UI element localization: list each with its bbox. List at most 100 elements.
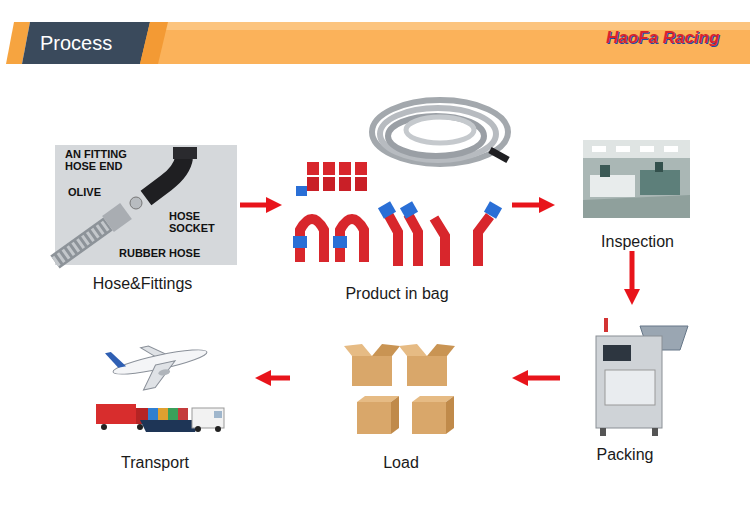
cardboard-boxes [446, 396, 454, 434]
step-caption: Transport [121, 454, 189, 472]
hose-and-fittings [339, 177, 351, 191]
process-step: Packing [560, 305, 690, 464]
transport-vehicles [96, 404, 136, 424]
hose-photo [146, 158, 184, 198]
hose-photo [108, 211, 126, 224]
factory-photo [583, 140, 690, 218]
packing-machine [604, 318, 608, 332]
flow-arrow [269, 376, 290, 381]
factory-photo [583, 140, 690, 158]
hose-and-fittings [293, 100, 508, 266]
hose-and-fittings [372, 100, 508, 164]
transport-vehicles [168, 408, 178, 420]
transport-vehicles [148, 408, 158, 420]
cardboard-boxes [427, 344, 455, 356]
header-band [6, 22, 750, 64]
hose-and-fittings [380, 108, 496, 160]
flow-arrow [512, 203, 541, 208]
step-caption: Hose&Fittings [93, 275, 193, 293]
step-caption: Inspection [601, 233, 674, 251]
hose-and-fittings [307, 177, 319, 191]
page-title: Process [40, 31, 112, 55]
factory-photo [640, 170, 680, 195]
packing-machine [596, 318, 688, 436]
hose-and-fittings [400, 201, 418, 218]
transport-vehicles [215, 426, 221, 432]
packing-machine [605, 370, 655, 405]
factory-photo [640, 146, 654, 152]
hose-and-fittings [296, 186, 307, 196]
hose-photo [55, 145, 237, 265]
hose-photo [130, 197, 142, 209]
part-label: AN FITTING HOSE END [64, 148, 146, 172]
header-band [22, 22, 150, 64]
hose-and-fittings [406, 117, 474, 143]
transport-vehicles [214, 411, 222, 418]
part-label: RUBBER HOSE [118, 247, 201, 259]
hose-and-fittings [434, 218, 445, 266]
transport-vehicles [105, 350, 126, 370]
cardboard-boxes [352, 356, 392, 386]
transport-vehicles [105, 332, 212, 396]
cardboard-boxes [372, 344, 400, 356]
transport-vehicles [139, 361, 180, 390]
packing-machine [652, 428, 658, 436]
flow-arrow [526, 376, 560, 381]
factory-photo [655, 162, 663, 172]
hose-and-fittings [333, 236, 347, 248]
cardboard-boxes [344, 344, 455, 434]
hose-photo [55, 145, 237, 265]
part-label: HOSE SOCKET [168, 210, 225, 234]
hose-and-fittings [388, 116, 484, 156]
hose-and-fittings [323, 162, 335, 175]
cardboard-boxes [407, 356, 447, 386]
cardboard-boxes [391, 396, 399, 434]
hose-and-fittings [355, 177, 367, 191]
hose-and-fittings [490, 150, 508, 160]
packing-machine [600, 428, 606, 436]
transport-vehicles [195, 426, 201, 432]
process-step: Load [290, 335, 512, 472]
process-step: Product in bag [282, 95, 512, 303]
process-step: Inspection [555, 130, 720, 251]
process-step: Transport [55, 330, 255, 472]
cardboard-boxes [412, 402, 446, 434]
hose-and-fittings [339, 162, 351, 175]
transport-vehicles [140, 420, 200, 432]
transport-vehicles [96, 332, 224, 432]
part-label: OLIVE [67, 186, 102, 198]
factory-photo [583, 140, 690, 218]
hose-and-fittings [293, 236, 307, 248]
transport-vehicles [101, 424, 107, 430]
brand-logo: HaoFa Racing [606, 28, 719, 48]
hose-photo [55, 224, 108, 262]
factory-photo [590, 175, 635, 197]
hose-and-fittings [408, 214, 418, 266]
flow-arrow [240, 203, 268, 208]
step-caption: Load [383, 454, 419, 472]
step-caption: Packing [597, 446, 654, 464]
factory-photo [664, 146, 678, 152]
factory-photo [616, 146, 630, 152]
hose-and-fittings [378, 201, 396, 218]
factory-photo [592, 146, 606, 152]
transport-vehicles [112, 345, 209, 379]
cardboard-boxes [344, 344, 372, 356]
transport-vehicles [192, 408, 224, 428]
flow-arrow [630, 251, 635, 291]
hose-and-fittings [307, 162, 319, 175]
hose-photo [173, 147, 197, 159]
header-band [140, 22, 168, 64]
cardboard-boxes [399, 344, 427, 356]
transport-vehicles [178, 408, 188, 420]
hose-and-fittings [478, 216, 490, 266]
packing-machine [603, 345, 631, 361]
hose-and-fittings [355, 162, 367, 175]
hose-and-fittings [388, 214, 398, 266]
factory-photo [600, 165, 610, 177]
transport-vehicles [158, 368, 171, 376]
step-caption: Product in bag [345, 285, 448, 303]
